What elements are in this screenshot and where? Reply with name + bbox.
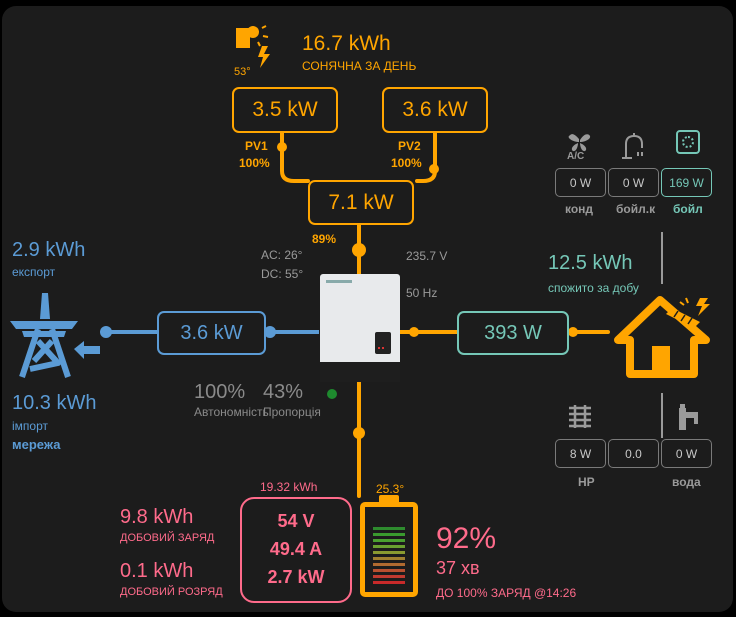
solar-total-energy: 16.7 kWh (302, 32, 391, 55)
grid-power-box[interactable]: 3.6 kW (157, 311, 266, 355)
battery-soc: 92% (436, 522, 497, 555)
heat-pump-icon (569, 405, 591, 428)
aux-water-value[interactable]: 0 W (661, 439, 712, 468)
aux-water-label: вода (672, 475, 701, 489)
pv2-power-box[interactable]: 3.6 kW (382, 87, 488, 133)
battery-full-eta: ДО 100% ЗАРЯД @14:26 (436, 586, 577, 600)
battery-icon (360, 495, 418, 597)
inverter-display (375, 332, 391, 354)
aux-boiler-k-value[interactable]: 0 W (608, 168, 659, 197)
inverter-status-dot (327, 389, 337, 399)
grid-import-energy: 10.3 kWh (12, 392, 97, 414)
power-flow-card: 53° 16.7 kWh СОНЯЧНА ЗА ДЕНЬ 3.5 kW 3.6 … (2, 6, 733, 612)
pv1-percent: 100% (239, 156, 270, 170)
sun-angle: 53° (234, 66, 251, 78)
autonomy-value: 100% (194, 381, 246, 403)
aux-hp-label: HP (578, 475, 595, 489)
inverter-base (320, 362, 400, 382)
ratio-value: 43% (263, 381, 304, 403)
inverter-voltage: 235.7 V (406, 249, 448, 263)
autonomy-label: Автономність (194, 405, 269, 419)
load-power-box[interactable]: 393 W (457, 311, 569, 355)
aux-boiler-k-label: бойл.к (616, 202, 656, 216)
pv1-name: PV1 (245, 139, 268, 153)
inverter-dc-temp: DC: 55° (261, 267, 304, 281)
grid-tower-icon (10, 293, 100, 378)
solar-combined-percent: 89% (312, 232, 337, 246)
ac-icon-text: A/C (567, 151, 584, 160)
battery-daily-charge: 9.8 kWh (120, 506, 194, 528)
battery-energy-counter: 19.32 kWh (260, 480, 318, 494)
pv2-percent: 100% (391, 156, 422, 170)
battery-daily-discharge-label: ДОБОВИЙ РОЗРЯД (120, 586, 223, 598)
pv2-name: PV2 (398, 139, 421, 153)
ratio-label: Пропорція (263, 405, 321, 419)
flow-lines (100, 131, 663, 498)
grid-export-label: експорт (12, 265, 56, 279)
aux-ac-label: конд (565, 202, 594, 216)
faucet-icon (622, 133, 643, 159)
battery-power: 2.7 kW (267, 567, 325, 587)
load-daily-energy: 12.5 kWh (548, 252, 633, 274)
inverter-brand-mark (326, 280, 352, 283)
battery-time-left: 37 хв (436, 558, 480, 578)
aux-ac-value[interactable]: 0 W (555, 168, 606, 197)
inverter-ac-temp: AC: 26° (261, 248, 303, 262)
aux-hp-value[interactable]: 8 W (555, 439, 606, 468)
aux-mid-value[interactable]: 0.0 (608, 439, 659, 468)
aux-boiler-label: бойл (673, 202, 703, 216)
inverter-frequency: 50 Hz (406, 286, 438, 300)
fan-icon: A/C (567, 134, 591, 160)
aux-boiler-value[interactable]: 169 W (661, 168, 712, 197)
battery-daily-charge-label: ДОБОВИЙ ЗАРЯД (120, 532, 215, 544)
battery-current: 49.4 A (269, 539, 323, 559)
grid-export-energy: 2.9 kWh (12, 239, 86, 261)
pv1-power-box[interactable]: 3.5 kW (232, 87, 338, 133)
house-icon (614, 296, 710, 378)
grid-import-label: імпорт (12, 419, 48, 433)
battery-stats-box[interactable]: 54 V 49.4 A 2.7 kW (240, 497, 352, 603)
battery-daily-discharge: 0.1 kWh (120, 560, 194, 582)
solar-total-label: СОНЯЧНА ЗА ДЕНЬ (302, 59, 417, 73)
inverter-unit[interactable] (320, 274, 400, 382)
load-daily-label: спожито за добу (548, 281, 639, 295)
boiler-icon (676, 130, 700, 154)
grid-name: мережа (12, 437, 61, 452)
sun-panel-icon (236, 25, 270, 68)
battery-voltage: 54 V (277, 511, 315, 531)
water-tap-icon (679, 404, 698, 430)
battery-temp: 25.3° (376, 482, 405, 496)
solar-combined-box[interactable]: 7.1 kW (308, 180, 414, 225)
